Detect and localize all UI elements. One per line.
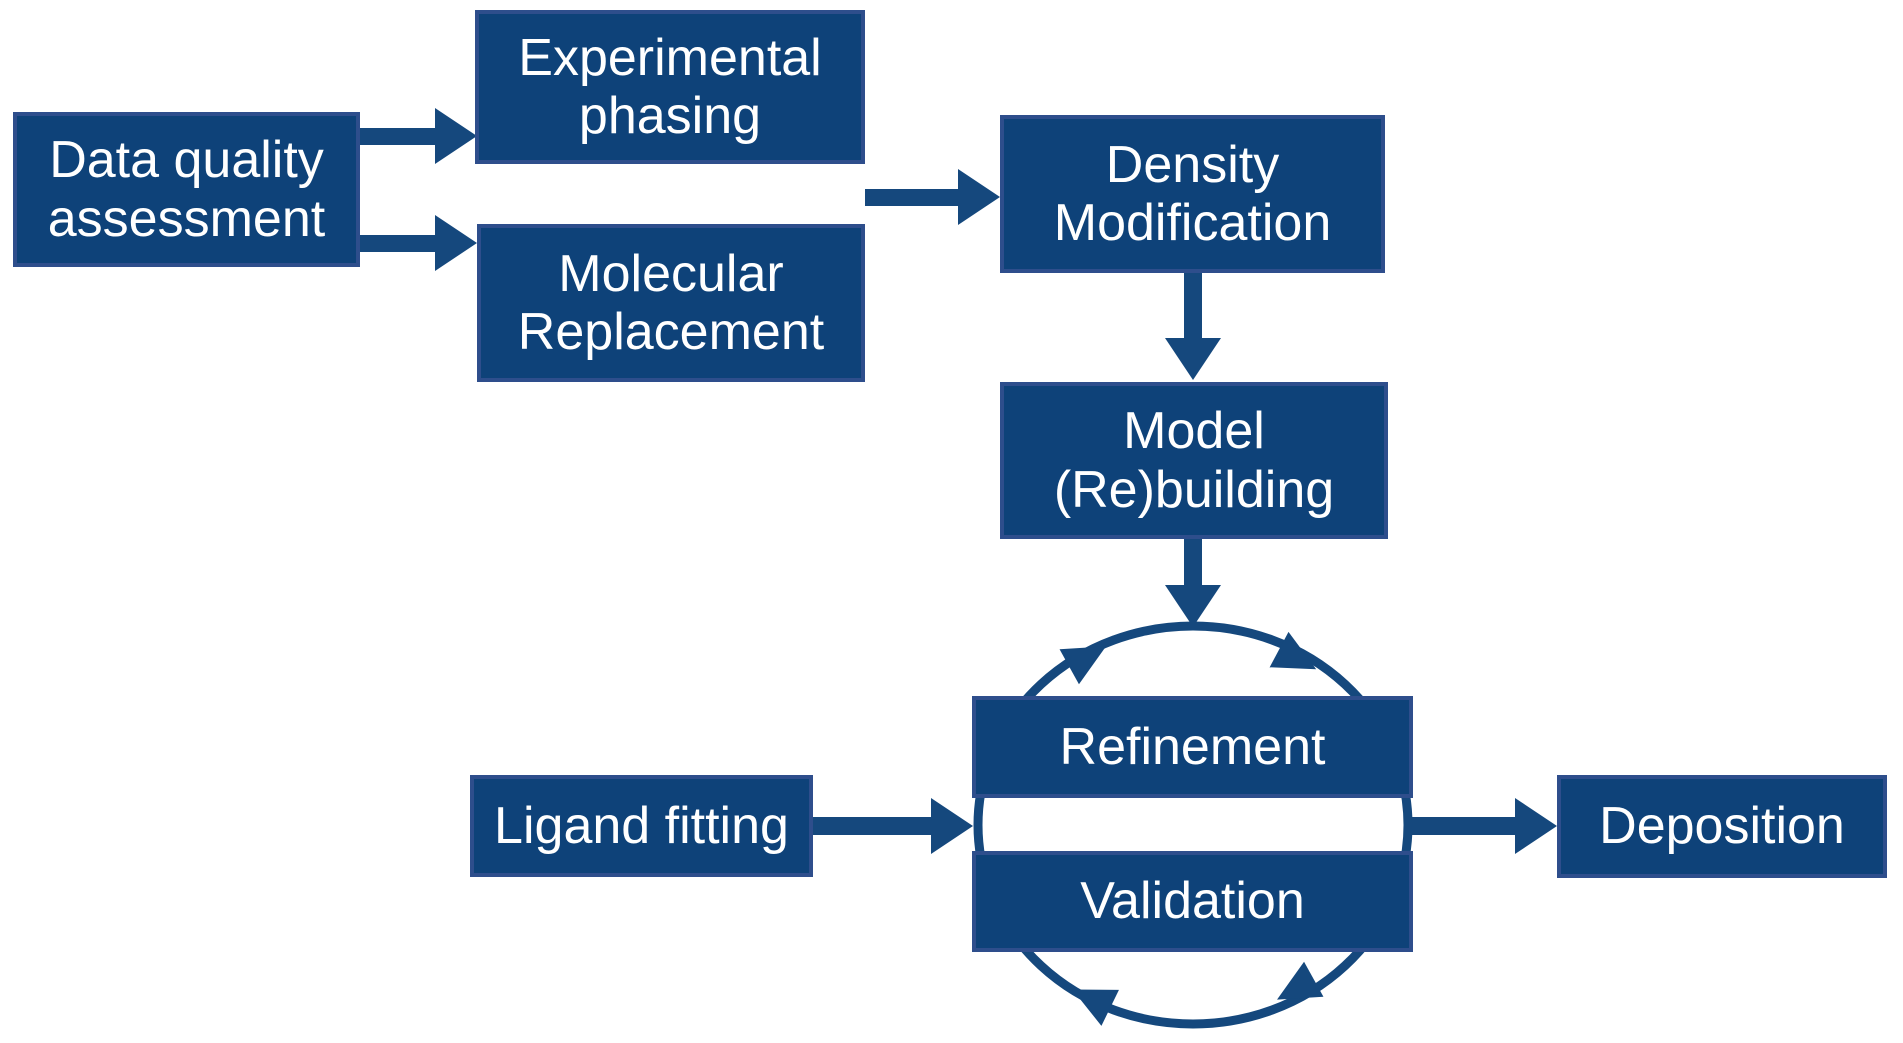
- arrowhead-down-icon: [1165, 585, 1221, 627]
- node-molecular-replacement: Molecular Replacement: [477, 224, 865, 382]
- arrowhead-right-icon: [435, 108, 477, 164]
- arrow-shaft: [813, 817, 931, 835]
- arrowhead-right-icon: [435, 215, 477, 271]
- arrowhead-right-icon: [958, 169, 1000, 225]
- node-experimental-phasing: Experimental phasing: [475, 10, 865, 164]
- arrowhead-down-icon: [1165, 338, 1221, 380]
- node-label: Data quality assessment: [47, 131, 326, 248]
- cycle-ring: [973, 621, 1413, 1029]
- node-label: Molecular Replacement: [517, 244, 825, 361]
- cycle-arrowhead-bottom-right-icon: [1277, 961, 1324, 1000]
- node-label: Density Modification: [1053, 135, 1332, 252]
- node-label: Validation: [1080, 872, 1305, 931]
- arrow-shaft: [360, 128, 437, 145]
- cycle-arrowhead-bottom-left-icon: [1072, 989, 1119, 1026]
- node-deposition: Deposition: [1557, 775, 1887, 878]
- cycle-arrowhead-top-left-icon: [1059, 646, 1106, 685]
- arrow-shaft: [360, 235, 437, 252]
- node-density-modification: Density Modification: [1000, 115, 1385, 273]
- node-data-quality-assessment: Data quality assessment: [13, 112, 360, 267]
- node-label: Experimental phasing: [518, 28, 822, 145]
- node-model-rebuilding: Model (Re)building: [1000, 382, 1388, 539]
- node-refinement: Refinement: [972, 696, 1413, 798]
- arrow-shaft: [1184, 273, 1202, 340]
- arrowhead-right-icon: [1515, 798, 1557, 854]
- arrowhead-right-icon: [931, 798, 973, 854]
- arrow-shaft: [1184, 539, 1202, 587]
- cycle-arrowhead-top-right-icon: [1269, 631, 1317, 670]
- node-validation: Validation: [972, 851, 1413, 952]
- arrow-shaft: [1412, 817, 1515, 835]
- node-ligand-fitting: Ligand fitting: [470, 775, 813, 877]
- node-label: Deposition: [1599, 797, 1845, 856]
- arrow-shaft: [865, 189, 958, 206]
- node-label: Refinement: [1059, 717, 1326, 776]
- node-label: Model (Re)building: [1053, 402, 1335, 519]
- node-label: Ligand fitting: [494, 796, 789, 855]
